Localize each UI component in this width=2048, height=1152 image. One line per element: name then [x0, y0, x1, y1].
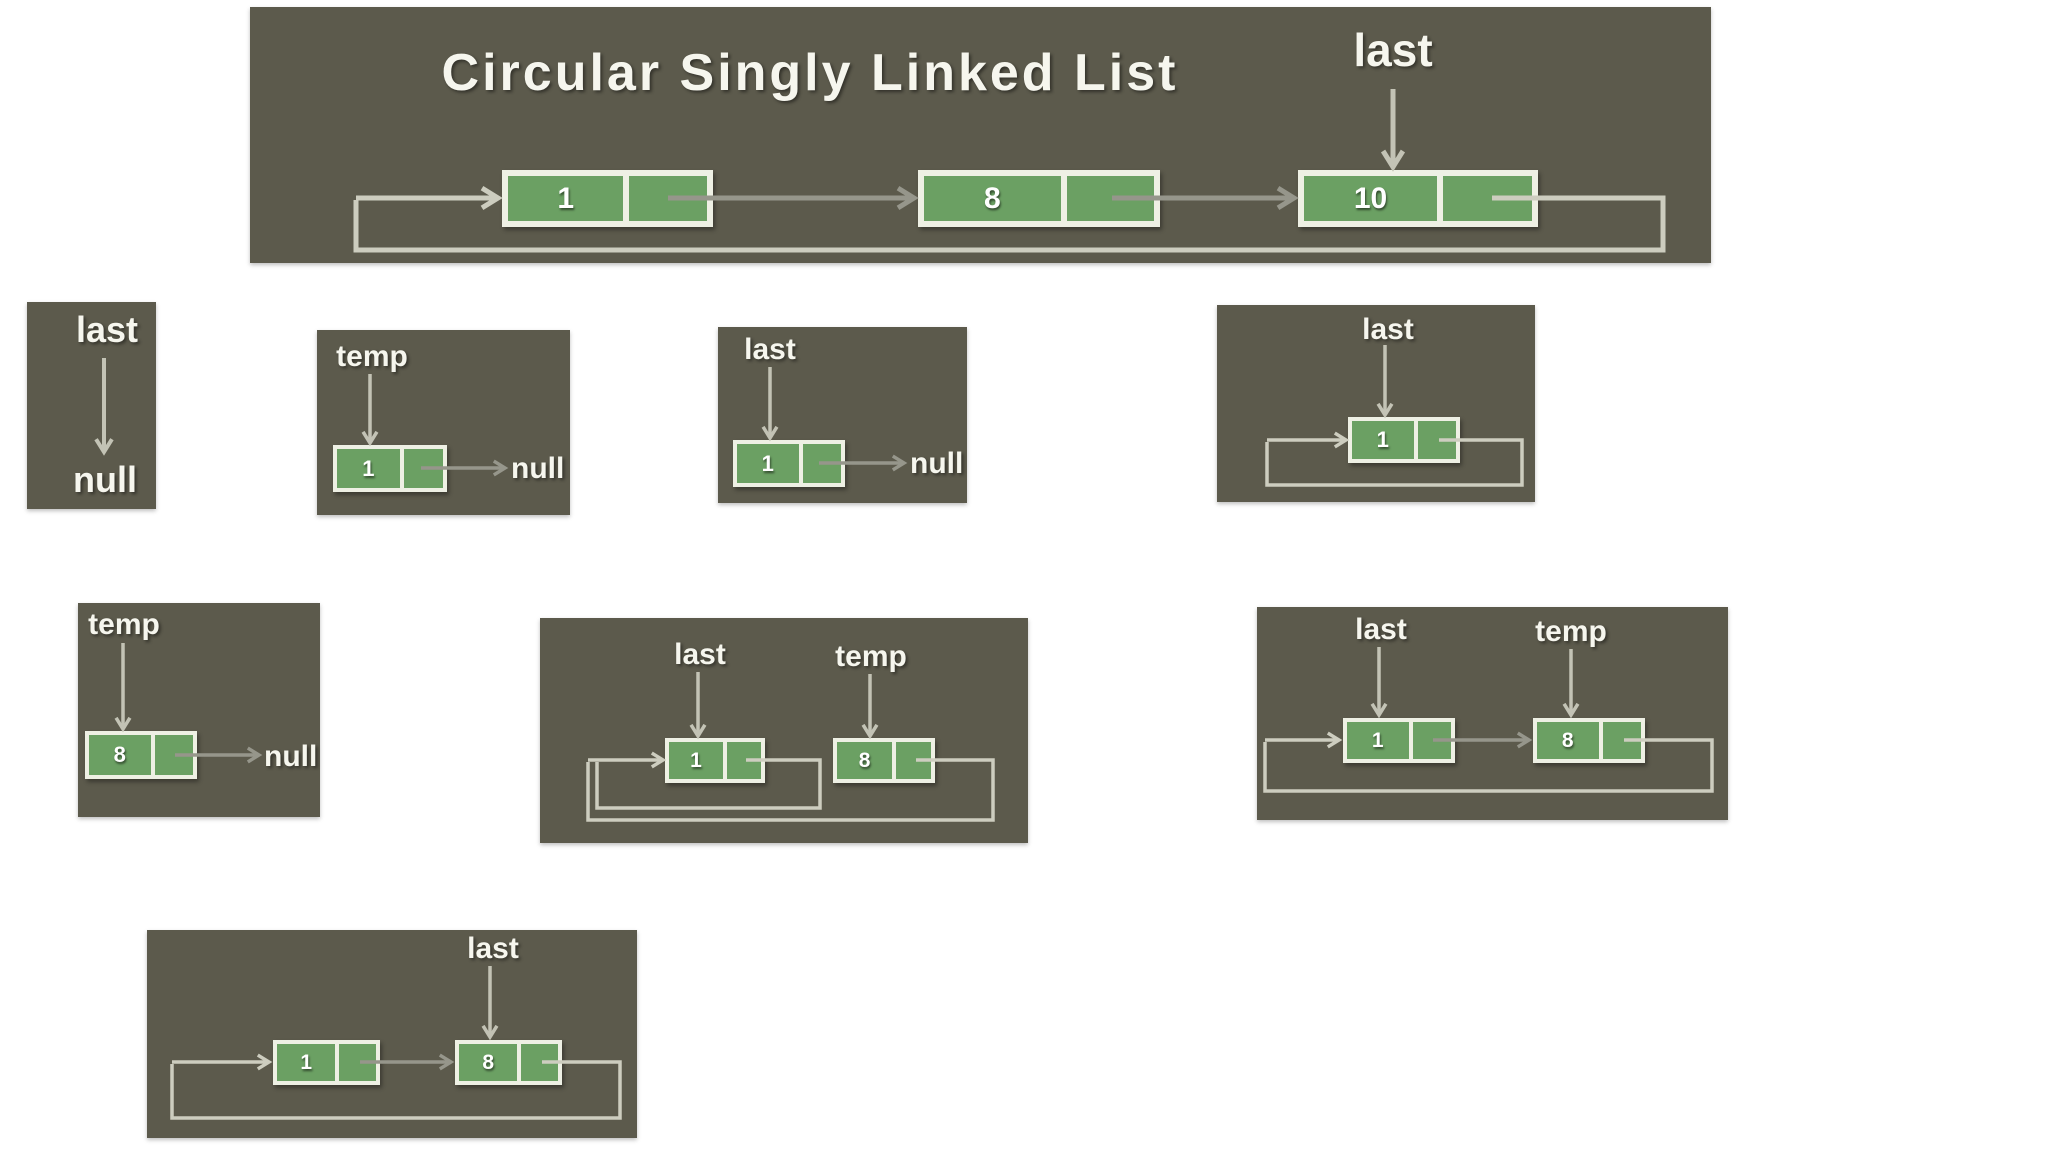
loop-line — [1265, 438, 1524, 487]
arrowhead — [689, 723, 707, 740]
list-node-8: 8 — [1533, 718, 1645, 763]
panel-last-node1-null: last 1 null — [718, 327, 967, 503]
panel-last-null: last null — [27, 302, 156, 509]
pointer-label: last — [744, 333, 796, 366]
node-data-cell: 8 — [459, 1044, 522, 1081]
node-data-cell: 1 — [737, 444, 803, 483]
pointer-label: last — [1355, 613, 1407, 646]
arrow-layer — [1263, 647, 1714, 793]
arrowhead — [1370, 702, 1388, 719]
panel-last-node1-temp-node8-chain: last temp 1 8 — [1257, 607, 1728, 820]
node-data-cell: 1 — [1347, 722, 1413, 759]
arrow-layer — [761, 367, 908, 472]
pointer-label: last — [1353, 24, 1433, 76]
panel-last-node1-temp-node8-loops: last temp 1 8 — [540, 618, 1028, 843]
arrowhead — [94, 438, 114, 456]
pointer-label: last — [467, 932, 519, 965]
loop-line — [170, 1060, 622, 1120]
node-data-cell: 1 — [277, 1044, 340, 1081]
arrowhead — [361, 430, 379, 447]
arrowhead — [246, 746, 263, 764]
arrowhead — [481, 1024, 499, 1041]
arrowhead — [256, 1053, 273, 1071]
arrow-layer — [361, 374, 509, 477]
pointer-label: last — [1362, 313, 1414, 346]
null-text: null — [511, 452, 565, 485]
loop-line — [595, 758, 822, 810]
node-data-cell: 1 — [508, 176, 630, 221]
pointer-label: temp — [1535, 615, 1607, 648]
loop-line — [1263, 738, 1714, 793]
pointer-label: last — [674, 638, 726, 671]
node-data-cell: 8 — [924, 176, 1067, 221]
pointer-label: last — [75, 309, 139, 350]
node-data-cell: 8 — [89, 735, 155, 775]
null-text: null — [264, 740, 318, 773]
arrowhead — [1326, 731, 1343, 749]
arrow-layer — [170, 966, 622, 1120]
pointer-label: temp — [336, 340, 408, 373]
loop-line — [586, 758, 995, 822]
null-text: null — [910, 447, 964, 480]
arrowhead — [1376, 402, 1394, 419]
panel-title-main-list: Circular Singly Linked List last 1 8 10 — [250, 7, 1711, 263]
node-data-cell: 8 — [1537, 722, 1603, 759]
panel-temp-node1-null: temp 1 null — [317, 330, 570, 515]
arrowhead — [438, 1053, 455, 1071]
arrow-layer — [114, 643, 263, 764]
node-data-cell: 1 — [337, 449, 404, 488]
pointer-label: temp — [88, 608, 160, 641]
arrowhead — [1516, 731, 1533, 749]
arrow-layer — [586, 672, 995, 822]
arrowhead — [861, 723, 879, 740]
arrowhead — [114, 716, 132, 733]
arrow-layer — [353, 89, 1666, 253]
arrowhead — [1276, 185, 1299, 211]
arrowhead — [1380, 149, 1406, 172]
arrowhead — [492, 459, 509, 477]
arrowhead — [896, 185, 919, 211]
arrow-layer — [94, 358, 114, 456]
arrowhead — [1333, 431, 1350, 449]
panel-title: Circular Singly Linked List — [441, 44, 1179, 102]
node-data-cell: 10 — [1304, 176, 1444, 221]
panel-temp-node8-null: temp 8 null — [78, 603, 320, 817]
arrowhead — [761, 425, 779, 442]
arrowhead — [650, 751, 667, 769]
loop-line — [353, 195, 1666, 253]
pointer-label: temp — [835, 640, 907, 673]
arrowhead — [891, 454, 908, 472]
arrowhead — [1562, 702, 1580, 719]
panel-last-node1-selfloop: last 1 — [1217, 305, 1535, 502]
node-data-cell: 1 — [1352, 421, 1418, 459]
arrow-layer — [1265, 345, 1524, 487]
node-data-cell: 8 — [837, 742, 897, 779]
panel-node1-node8-last-loop: last 1 8 — [147, 930, 637, 1138]
arrowhead — [480, 185, 503, 211]
null-text: null — [73, 459, 137, 500]
node-data-cell: 1 — [669, 742, 727, 779]
